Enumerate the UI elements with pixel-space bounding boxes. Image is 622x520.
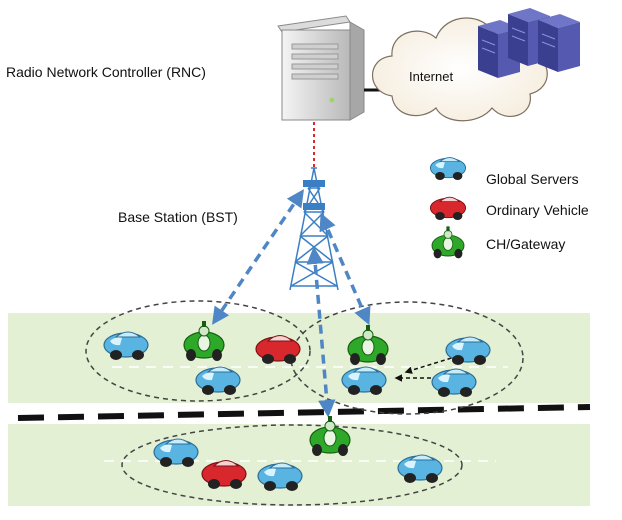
link-bst-right-gateway [319, 212, 371, 326]
vehicle-ordinary-blue [153, 438, 199, 468]
rnc-server-icon [277, 15, 365, 121]
legend-ordinary-vehicle-label: Ordinary Vehicle [486, 202, 589, 218]
vehicle-ordinary-blue [257, 462, 303, 492]
link-bst-bottom-gateway [306, 246, 336, 418]
wireless-links [212, 189, 371, 418]
cluster-right [290, 301, 524, 415]
legend-ordinary-vehicle-icon [429, 196, 467, 221]
link-bst-left-gateway [212, 189, 304, 325]
road-divider [17, 404, 591, 421]
vehicle-ordinary-red [201, 459, 247, 490]
road-lower [8, 424, 590, 506]
legend-global-servers-icon [429, 157, 467, 181]
legend-global-servers-label: Global Servers [486, 171, 579, 187]
vehicle-ordinary-blue [397, 454, 443, 484]
base-station-tower-icon [289, 167, 339, 291]
vehicle-ordinary-red [255, 334, 301, 365]
global-servers-icon [478, 8, 580, 78]
vehicle-ordinary-blue [103, 331, 149, 361]
rnc-label: Radio Network Controller (RNC) [6, 64, 206, 80]
legend-ch-gateway-label: CH/Gateway [486, 236, 565, 252]
vehicle-ordinary-blue [341, 366, 387, 396]
legend-ch-gateway-icon [431, 225, 465, 259]
base-station-label: Base Station (BST) [118, 209, 238, 225]
vehicle-ordinary-blue [195, 366, 241, 396]
vehicle-ordinary-blue [431, 368, 477, 398]
vehicle-gateway-bottom [309, 415, 351, 457]
road-upper [8, 313, 590, 403]
internet-label: Internet [409, 69, 453, 84]
vehicle-ordinary-blue [445, 336, 491, 366]
cluster-bottom [121, 424, 463, 506]
